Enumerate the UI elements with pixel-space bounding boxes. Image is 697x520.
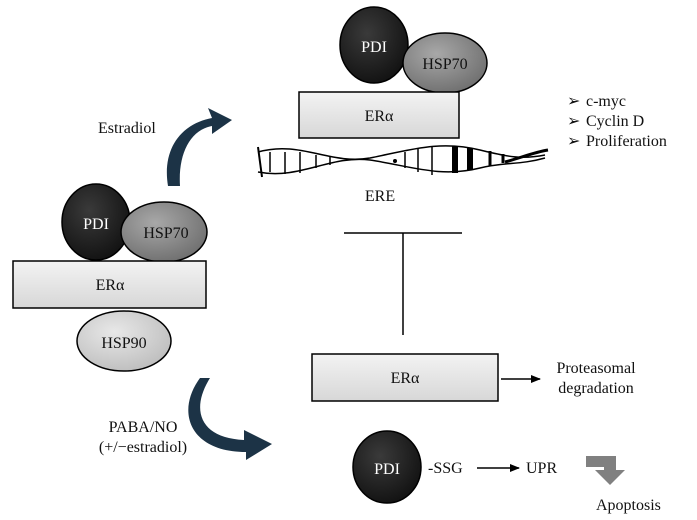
top-hsp70-label: HSP70: [422, 56, 467, 73]
bottom-era-box: [311, 353, 499, 402]
target-genes-list: ➢ c-myc ➢ Cyclin D ➢ Proliferation: [567, 93, 667, 150]
left-hsp90-ellipse: [76, 310, 172, 372]
left-pdi-label: PDI: [83, 216, 109, 233]
top-pdi-label: PDI: [361, 39, 387, 56]
target-gene-item: Proliferation: [586, 133, 667, 150]
left-hsp90-label: HSP90: [101, 335, 146, 352]
top-era-label: ERα: [365, 108, 394, 125]
ere-label: ERE: [365, 188, 395, 205]
target-gene-item: Cyclin D: [586, 113, 644, 130]
target-gene-bullet-icon: ➢: [567, 113, 580, 130]
estradiol-label: Estradiol: [98, 120, 156, 137]
top-pdi-circle: [339, 6, 409, 84]
bottom-pdi-label: PDI: [374, 461, 400, 478]
bottom-era-label: ERα: [391, 370, 420, 387]
degradation-label: degradation: [558, 380, 634, 397]
bottom-pdi-circle: [352, 430, 422, 504]
paba-sublabel: (+/−estradiol): [99, 439, 187, 456]
paba-label: PABA/NO: [109, 419, 178, 436]
left-hsp70-label: HSP70: [143, 225, 188, 242]
top-era-box: [298, 91, 460, 139]
paba-curved-arrow-icon: [188, 378, 272, 460]
proteasomal-label: Proteasomal: [556, 360, 636, 377]
ssg-label: -SSG: [428, 460, 463, 477]
left-era-label: ERα: [96, 277, 125, 294]
left-complex: PDI HSP70 ERα HSP90: [12, 183, 208, 372]
top-complex: PDI HSP70 ERα: [298, 6, 488, 139]
upr-label: UPR: [526, 460, 557, 477]
estradiol-curved-arrow-icon: [166, 108, 232, 186]
left-era-box: [12, 260, 207, 309]
target-gene-bullet-icon: ➢: [567, 133, 580, 150]
apoptosis-label: Apoptosis: [596, 497, 661, 514]
target-gene-bullet-icon: ➢: [567, 93, 580, 110]
upr-bent-arrow-icon: [586, 456, 625, 485]
dna-helix: [257, 145, 549, 178]
target-gene-item: c-myc: [586, 93, 626, 110]
